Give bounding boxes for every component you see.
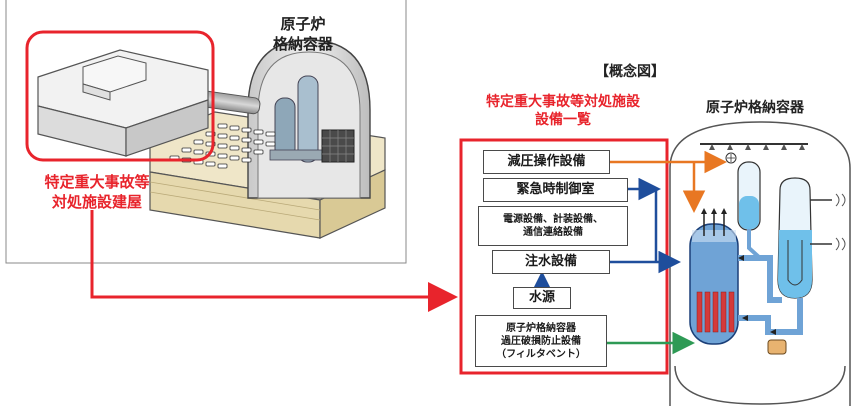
filter-box-line2: 過圧破損防止設備 (501, 335, 581, 347)
containment-dome (247, 39, 371, 199)
concept-diagram-title: 【概念図】 (595, 64, 665, 80)
water-source-box: 水源 (513, 287, 571, 309)
containment-label: 原子炉 格納容器 (268, 15, 338, 54)
facility-building-label: 特定重大事故等 対処施設建屋 (30, 173, 164, 212)
depressurization-equipment-box: 減圧操作設備 (483, 150, 610, 174)
filter-box-line3: （フィルタベント） (496, 348, 586, 360)
containment-label-line2: 格納容器 (272, 34, 333, 53)
power-box-line2: 通信連絡設備 (523, 227, 583, 238)
facility-highlight-box (25, 30, 215, 162)
containment-schematic (669, 121, 851, 406)
facility-label-line2: 対処施設建屋 (51, 192, 142, 211)
power-instrumentation-box: 電源設備、計装設備、 通信連絡設備 (478, 206, 628, 246)
power-box-line1: 電源設備、計装設備、 (503, 214, 603, 225)
facility-bunker (37, 49, 209, 157)
equipment-list-title: 特定重大事故等対処施設 設備一覧 (459, 93, 667, 129)
containment-label-line1: 原子炉 (280, 15, 326, 33)
filter-box-line1: 原子炉格納容器 (506, 322, 576, 334)
equipment-list-title-line1: 特定重大事故等対処施設 (486, 94, 640, 110)
building-to-list-arrow (90, 210, 458, 312)
facility-building-illustration (37, 39, 386, 239)
reactor-vessel-label: 原子炉格納容器 (706, 100, 804, 116)
equipment-list-title-line2: 設備一覧 (535, 112, 591, 129)
water-injection-equipment-box: 注水設備 (492, 250, 610, 274)
emergency-control-room-box: 緊急時制御室 (483, 178, 628, 202)
filter-vent-equipment-box: 原子炉格納容器 過圧破損防止設備 （フィルタベント） (475, 315, 607, 367)
facility-label-line1: 特定重大事故等 (44, 173, 150, 191)
